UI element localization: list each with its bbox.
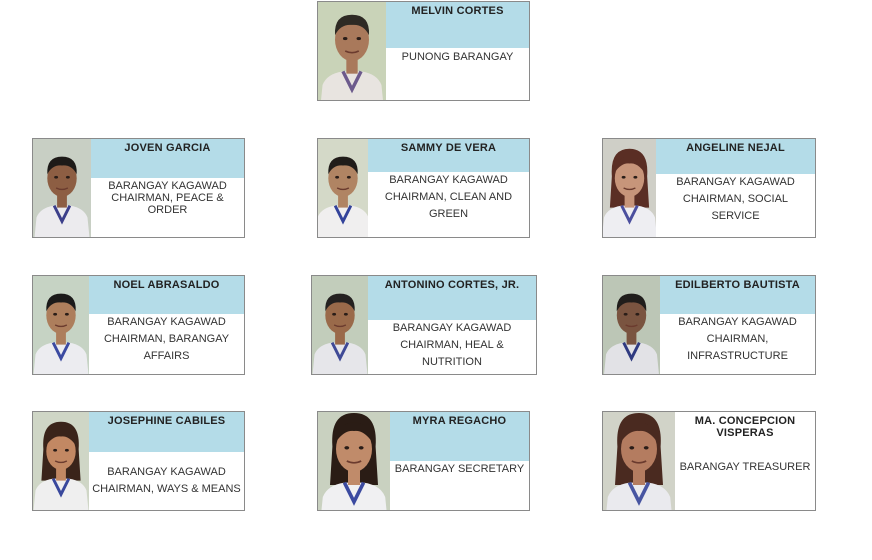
official-role: BARANGAY KAGAWAD CHAIRMAN, HEAL & NUTRIT… — [368, 320, 536, 374]
official-name: ANGELINE NEJAL — [656, 139, 815, 174]
official-name: MA. CONCEPCION VISPERAS — [675, 412, 815, 456]
official-role-line: BARANGAY KAGAWAD — [389, 174, 508, 186]
portrait-graphic — [603, 139, 656, 237]
official-card-melvin-cortes: MELVIN CORTES PUNONG BARANGAY — [317, 1, 530, 101]
portrait-graphic — [312, 276, 368, 374]
official-card-joven-garcia: JOVEN GARCIA BARANGAY KAGAWAD CHAIRMAN, … — [32, 138, 245, 238]
official-role-line: CHAIRMAN, PEACE & — [111, 192, 224, 204]
official-card-ma-concepcion-visperas: MA. CONCEPCION VISPERAS BARANGAY TREASUR… — [602, 411, 816, 511]
portrait-graphic — [603, 276, 660, 374]
official-role: BARANGAY KAGAWAD CHAIRMAN, SOCIAL SERVIC… — [656, 174, 815, 237]
portrait-graphic — [33, 276, 89, 374]
official-photo-icon — [33, 139, 91, 237]
official-role-line: BARANGAY SECRETARY — [394, 463, 525, 475]
official-role: BARANGAY SECRETARY — [390, 461, 529, 510]
official-role: BARANGAY KAGAWAD CHAIRMAN, PEACE & ORDER — [91, 178, 244, 237]
official-photo-icon — [318, 139, 368, 237]
official-photo-icon — [312, 276, 368, 374]
official-role-line: BARANGAY KAGAWAD — [676, 176, 795, 188]
official-role: BARANGAY TREASURER — [675, 456, 815, 510]
official-role-line: PUNONG BARANGAY — [401, 51, 514, 63]
official-name: NOEL ABRASALDO — [89, 276, 244, 314]
official-card-myra-regacho: MYRA REGACHO BARANGAY SECRETARY — [317, 411, 530, 511]
official-role: PUNONG BARANGAY — [386, 48, 529, 100]
portrait-graphic — [33, 139, 91, 237]
official-role-line: AFFAIRS — [143, 350, 190, 362]
official-role-line: BARANGAY KAGAWAD — [108, 180, 227, 192]
official-name: JOVEN GARCIA — [91, 139, 244, 178]
official-role-line: CHAIRMAN, WAYS & MEANS — [92, 483, 241, 495]
official-card-josephine-cabiles: JOSEPHINE CABILES BARANGAY KAGAWAD CHAIR… — [32, 411, 245, 511]
official-photo-icon — [603, 412, 675, 510]
official-name: EDILBERTO BAUTISTA — [660, 276, 815, 314]
official-role-line: BARANGAY TREASURER — [679, 461, 811, 473]
official-role-line: CHAIRMAN, SOCIAL SERVICE — [682, 193, 789, 222]
official-role-line: GREEN — [428, 208, 469, 220]
official-name: MELVIN CORTES — [386, 2, 529, 48]
official-card-noel-abrasaldo: NOEL ABRASALDO BARANGAY KAGAWAD CHAIRMAN… — [32, 275, 245, 375]
official-role-line: CHAIRMAN, — [706, 333, 769, 345]
official-role-line: CHAIRMAN, CLEAN AND — [384, 191, 513, 203]
official-card-edilberto-bautista: EDILBERTO BAUTISTA BARANGAY KAGAWAD CHAI… — [602, 275, 816, 375]
official-role: BARANGAY KAGAWAD CHAIRMAN, BARANGAY AFFA… — [89, 314, 244, 374]
official-name: ANTONINO CORTES, JR. — [368, 276, 536, 320]
official-photo-icon — [33, 276, 89, 374]
official-photo-icon — [603, 276, 660, 374]
official-card-antonino-cortes-jr: ANTONINO CORTES, JR. BARANGAY KAGAWAD CH… — [311, 275, 537, 375]
official-role-line: BARANGAY KAGAWAD — [392, 322, 512, 334]
official-card-sammy-de-vera: SAMMY DE VERA BARANGAY KAGAWAD CHAIRMAN,… — [317, 138, 530, 238]
official-role-line: CHAIRMAN, BARANGAY — [103, 333, 230, 345]
portrait-graphic — [318, 139, 368, 237]
official-role-line: BARANGAY KAGAWAD — [107, 466, 226, 478]
portrait-graphic — [318, 412, 390, 510]
official-photo-icon — [603, 139, 656, 237]
official-role-line: INFRASTRUCTURE — [687, 350, 788, 362]
official-role-line: BARANGAY KAGAWAD — [678, 316, 797, 328]
official-name: MYRA REGACHO — [390, 412, 529, 461]
official-role: BARANGAY KAGAWAD CHAIRMAN, CLEAN AND GRE… — [368, 172, 529, 237]
official-photo-icon — [318, 2, 386, 100]
portrait-graphic — [603, 412, 675, 510]
official-role-line: CHAIRMAN, HEAL & NUTRITION — [400, 339, 504, 368]
official-name: JOSEPHINE CABILES — [89, 412, 244, 452]
portrait-graphic — [33, 412, 89, 510]
official-card-angeline-nejal: ANGELINE NEJAL BARANGAY KAGAWAD CHAIRMAN… — [602, 138, 816, 238]
official-name: SAMMY DE VERA — [368, 139, 529, 172]
official-role: BARANGAY KAGAWAD CHAIRMAN, WAYS & MEANS — [89, 452, 244, 510]
official-photo-icon — [33, 412, 89, 510]
official-role-line: BARANGAY KAGAWAD — [107, 316, 226, 328]
official-role: BARANGAY KAGAWAD CHAIRMAN, INFRASTRUCTUR… — [660, 314, 815, 374]
official-photo-icon — [318, 412, 390, 510]
official-role-line: ORDER — [147, 204, 188, 216]
portrait-graphic — [318, 2, 386, 100]
